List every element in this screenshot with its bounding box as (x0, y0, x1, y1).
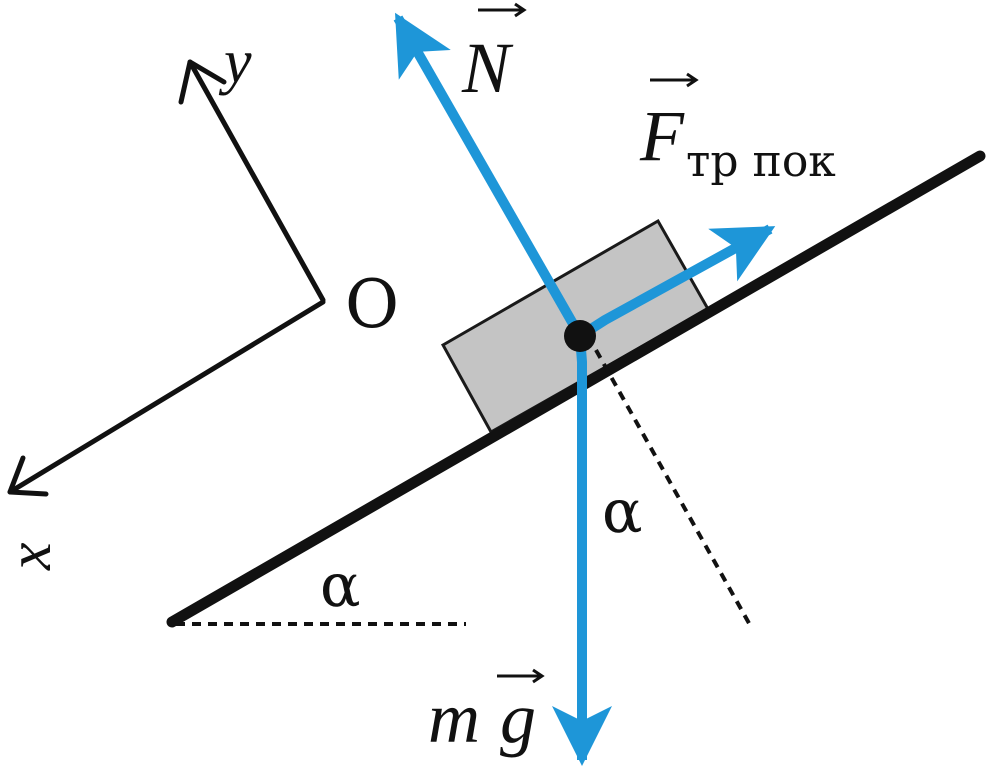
y-axis (187, 59, 326, 303)
y-axis-arrowhead (178, 59, 227, 105)
gravity-g-letter: g (500, 678, 536, 758)
normal-force-letter: N (461, 28, 514, 108)
friction-force-letter: F (639, 96, 685, 176)
x-axis-arrowhead (7, 455, 49, 497)
gravity-force-vector (552, 335, 612, 766)
x-axis (7, 299, 326, 495)
coordinate-axes (7, 59, 326, 497)
gravity-angle-label: α (602, 477, 643, 547)
normal-force-vector-mark-head (514, 2, 527, 18)
gravity-vector-mark-head (532, 668, 545, 684)
incline-surface (166, 150, 986, 628)
gravity-m-letter: m (428, 678, 480, 758)
origin-label: O (345, 266, 399, 343)
axis-y-label: y (218, 28, 252, 96)
normal-force-vector (393, 12, 585, 339)
axis-x-label: x (0, 542, 64, 571)
friction-force-subscript: тр пок (686, 136, 836, 187)
normal-force-label: N (461, 2, 527, 108)
gravity-force-label: m g (428, 668, 545, 758)
friction-force-vector-mark-head (686, 72, 699, 88)
incline-angle-label: α (320, 551, 361, 621)
friction-force-label: F тр пок (639, 72, 836, 187)
normal-reference-line (594, 349, 752, 626)
center-of-mass-point (564, 320, 596, 352)
